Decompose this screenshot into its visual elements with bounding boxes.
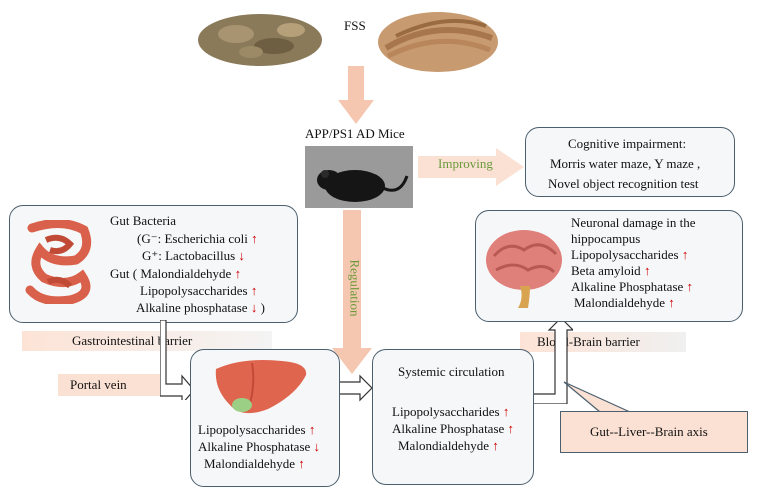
gut-alp: Alkaline phosphatase ↓ )	[136, 300, 265, 316]
decrease-arrow-icon: ↓	[238, 248, 245, 263]
systemic-alp-text: Alkaline Phosphatase	[392, 421, 505, 436]
systemic-title: Systemic circulation	[398, 364, 505, 379]
brain-alp-text: Alkaline Phosphatase	[571, 279, 684, 294]
gut-gminus: (G⁻: Escherichia coli ↑	[137, 231, 258, 247]
flow-arrow-fss-to-mice	[338, 66, 374, 124]
brain-mda: Malondialdehyde ↑	[574, 295, 675, 311]
gut-title: Gut Bacteria	[110, 213, 177, 228]
gut-mda: Gut ( Malondialdehyde ↑	[110, 266, 241, 282]
brain-ab-text: Beta amyloid	[571, 263, 641, 278]
liver-to-systemic-arrow	[336, 374, 373, 402]
increase-arrow-icon: ↑	[507, 421, 515, 436]
systemic-mda-text: Malondialdehyde	[398, 438, 489, 453]
gut-alp-text: Alkaline phosphatase	[136, 300, 248, 315]
systemic-alp: Alkaline Phosphatase ↑	[392, 421, 514, 437]
regulation-arrow	[332, 210, 372, 374]
gut-mda-text: Gut ( Malondialdehyde	[110, 266, 232, 281]
increase-arrow-icon: ↑	[251, 231, 258, 246]
improving-arrow	[418, 148, 524, 186]
herb-roots-image	[376, 8, 500, 74]
systemic-lps-text: Lipopolysaccharides	[392, 404, 500, 419]
liver-mda: Malondialdehyde ↑	[204, 456, 305, 472]
increase-arrow-icon: ↑	[681, 247, 689, 262]
portal-vein-band	[58, 374, 162, 396]
liver-alp-text: Alkaline Phosphatase	[198, 439, 311, 454]
herb-slices-image	[196, 8, 324, 68]
systemic-lps: Lipopolysaccharides ↑	[392, 404, 509, 420]
gut-gminus-text: (G⁻: Escherichia coli	[137, 231, 248, 246]
intestine-icon	[22, 219, 94, 306]
gut-gplus: G⁺: Lactobacillus ↓	[142, 248, 245, 264]
axis-label: Gut--Liver--Brain axis	[590, 424, 708, 439]
increase-arrow-icon: ↑	[502, 404, 510, 419]
fss-label: FSS	[344, 18, 366, 33]
increase-arrow-icon: ↑	[234, 266, 242, 281]
brain-ab: Beta amyloid ↑	[571, 263, 650, 279]
portal-vein-label: Portal vein	[70, 377, 127, 392]
decrease-arrow-icon: ↓	[313, 439, 321, 454]
improving-label: Improving	[438, 156, 493, 171]
gastrointestinal-barrier	[22, 331, 272, 351]
increase-arrow-icon: ↑	[308, 422, 316, 437]
brain-alp: Alkaline Phosphatase ↑	[571, 279, 693, 295]
liver-lps: Lipopolysaccharides ↑	[198, 422, 315, 438]
brain-lps: Lipopolysaccharides ↑	[571, 247, 688, 263]
systemic-circulation-box	[372, 349, 534, 485]
brain-mda-text: Malondialdehyde	[574, 295, 665, 310]
brain-icon	[484, 226, 566, 310]
decrease-arrow-icon: ↓	[250, 300, 258, 315]
brain-title2: hippocampus	[571, 231, 641, 246]
liver-mda-text: Malondialdehyde	[204, 456, 295, 471]
gut-lps-text: Lipopolysaccharides	[140, 283, 248, 298]
mice-label: APP/PS1 AD Mice	[305, 126, 405, 141]
cognitive-title: Cognitive impairment:	[568, 136, 687, 151]
gut-gplus-text: G⁺: Lactobacillus	[142, 248, 236, 263]
brain-lps-text: Lipopolysaccharides	[571, 247, 679, 262]
increase-arrow-icon: ↑	[686, 279, 694, 294]
increase-arrow-icon: ↑	[250, 283, 258, 298]
systemic-to-brain-arrow	[533, 318, 573, 404]
liver-lps-text: Lipopolysaccharides	[198, 422, 306, 437]
increase-arrow-icon: ↑	[492, 438, 499, 453]
cognitive-line1: Morris water maze, Y maze ,	[550, 156, 701, 171]
axis-callout-box	[560, 411, 748, 453]
gut-close-paren: )	[260, 300, 265, 315]
gut-lps: Lipopolysaccharides ↑	[140, 283, 257, 299]
increase-arrow-icon: ↑	[643, 263, 651, 278]
mouse-image	[305, 146, 413, 208]
increase-arrow-icon: ↑	[668, 295, 675, 310]
axis-callout-pointer	[563, 381, 631, 413]
cognitive-line2: Novel object recognition test	[548, 176, 699, 191]
cognitive-impairment-box	[525, 127, 735, 197]
liver-icon	[212, 355, 310, 419]
systemic-mda: Malondialdehyde ↑	[398, 438, 499, 454]
brain-title1: Neuronal damage in the	[571, 215, 696, 230]
regulation-label: Regulation	[347, 259, 363, 317]
increase-arrow-icon: ↑	[298, 456, 305, 471]
liver-alp: Alkaline Phosphatase ↓	[198, 439, 320, 455]
